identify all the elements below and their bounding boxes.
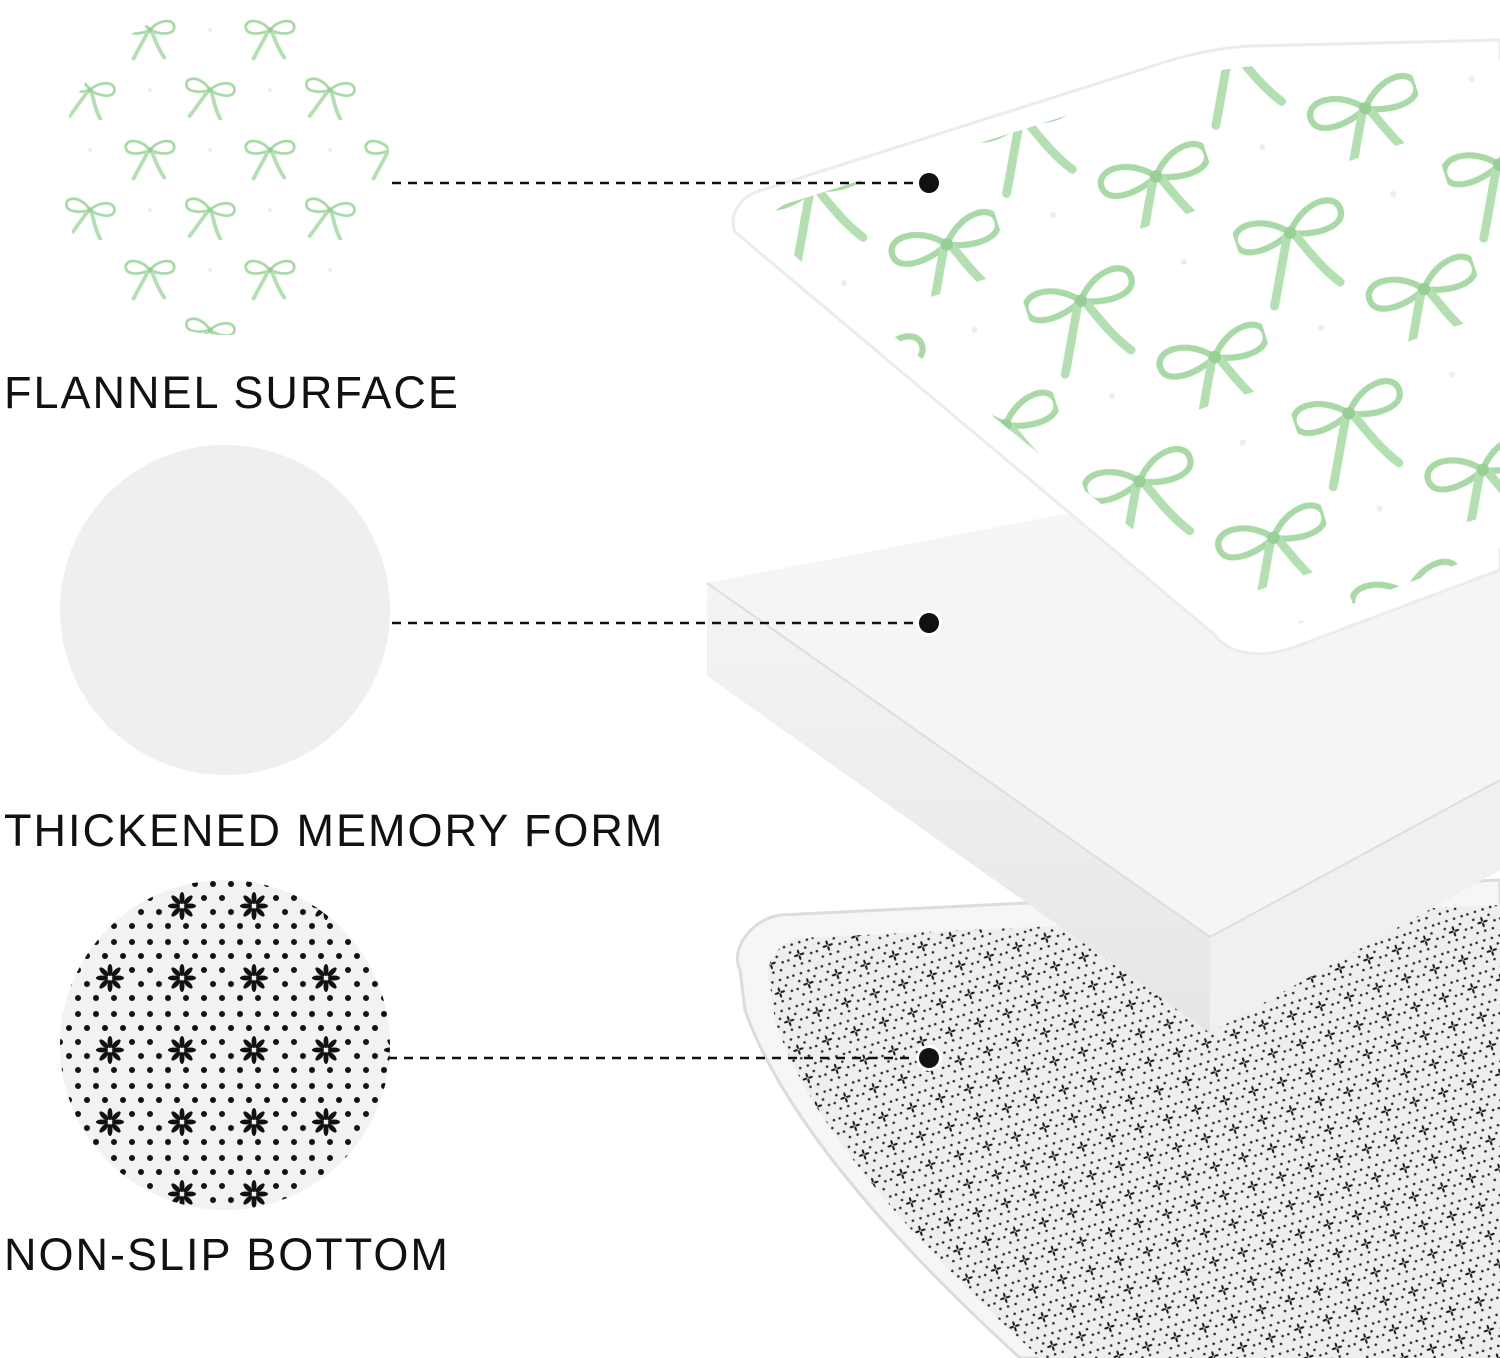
flannel-surface-label: FLANNEL SURFACE	[4, 367, 460, 418]
flannel-surface-swatch	[60, 5, 390, 335]
memory-foam-swatch	[60, 445, 390, 775]
marker-dot-icon	[919, 613, 939, 633]
non-slip-bottom-swatch	[60, 880, 390, 1210]
non-slip-bottom-layer	[735, 878, 1500, 1358]
marker-dot-icon	[919, 173, 939, 193]
leader-line-foam	[392, 610, 942, 636]
leader-line-flannel	[392, 170, 942, 196]
marker-dot-icon	[919, 1048, 939, 1068]
memory-form-label: THICKENED MEMORY FORM	[4, 805, 665, 856]
leader-line-non-slip	[388, 1045, 942, 1071]
non-slip-bottom-label: NON-SLIP BOTTOM	[4, 1229, 450, 1280]
